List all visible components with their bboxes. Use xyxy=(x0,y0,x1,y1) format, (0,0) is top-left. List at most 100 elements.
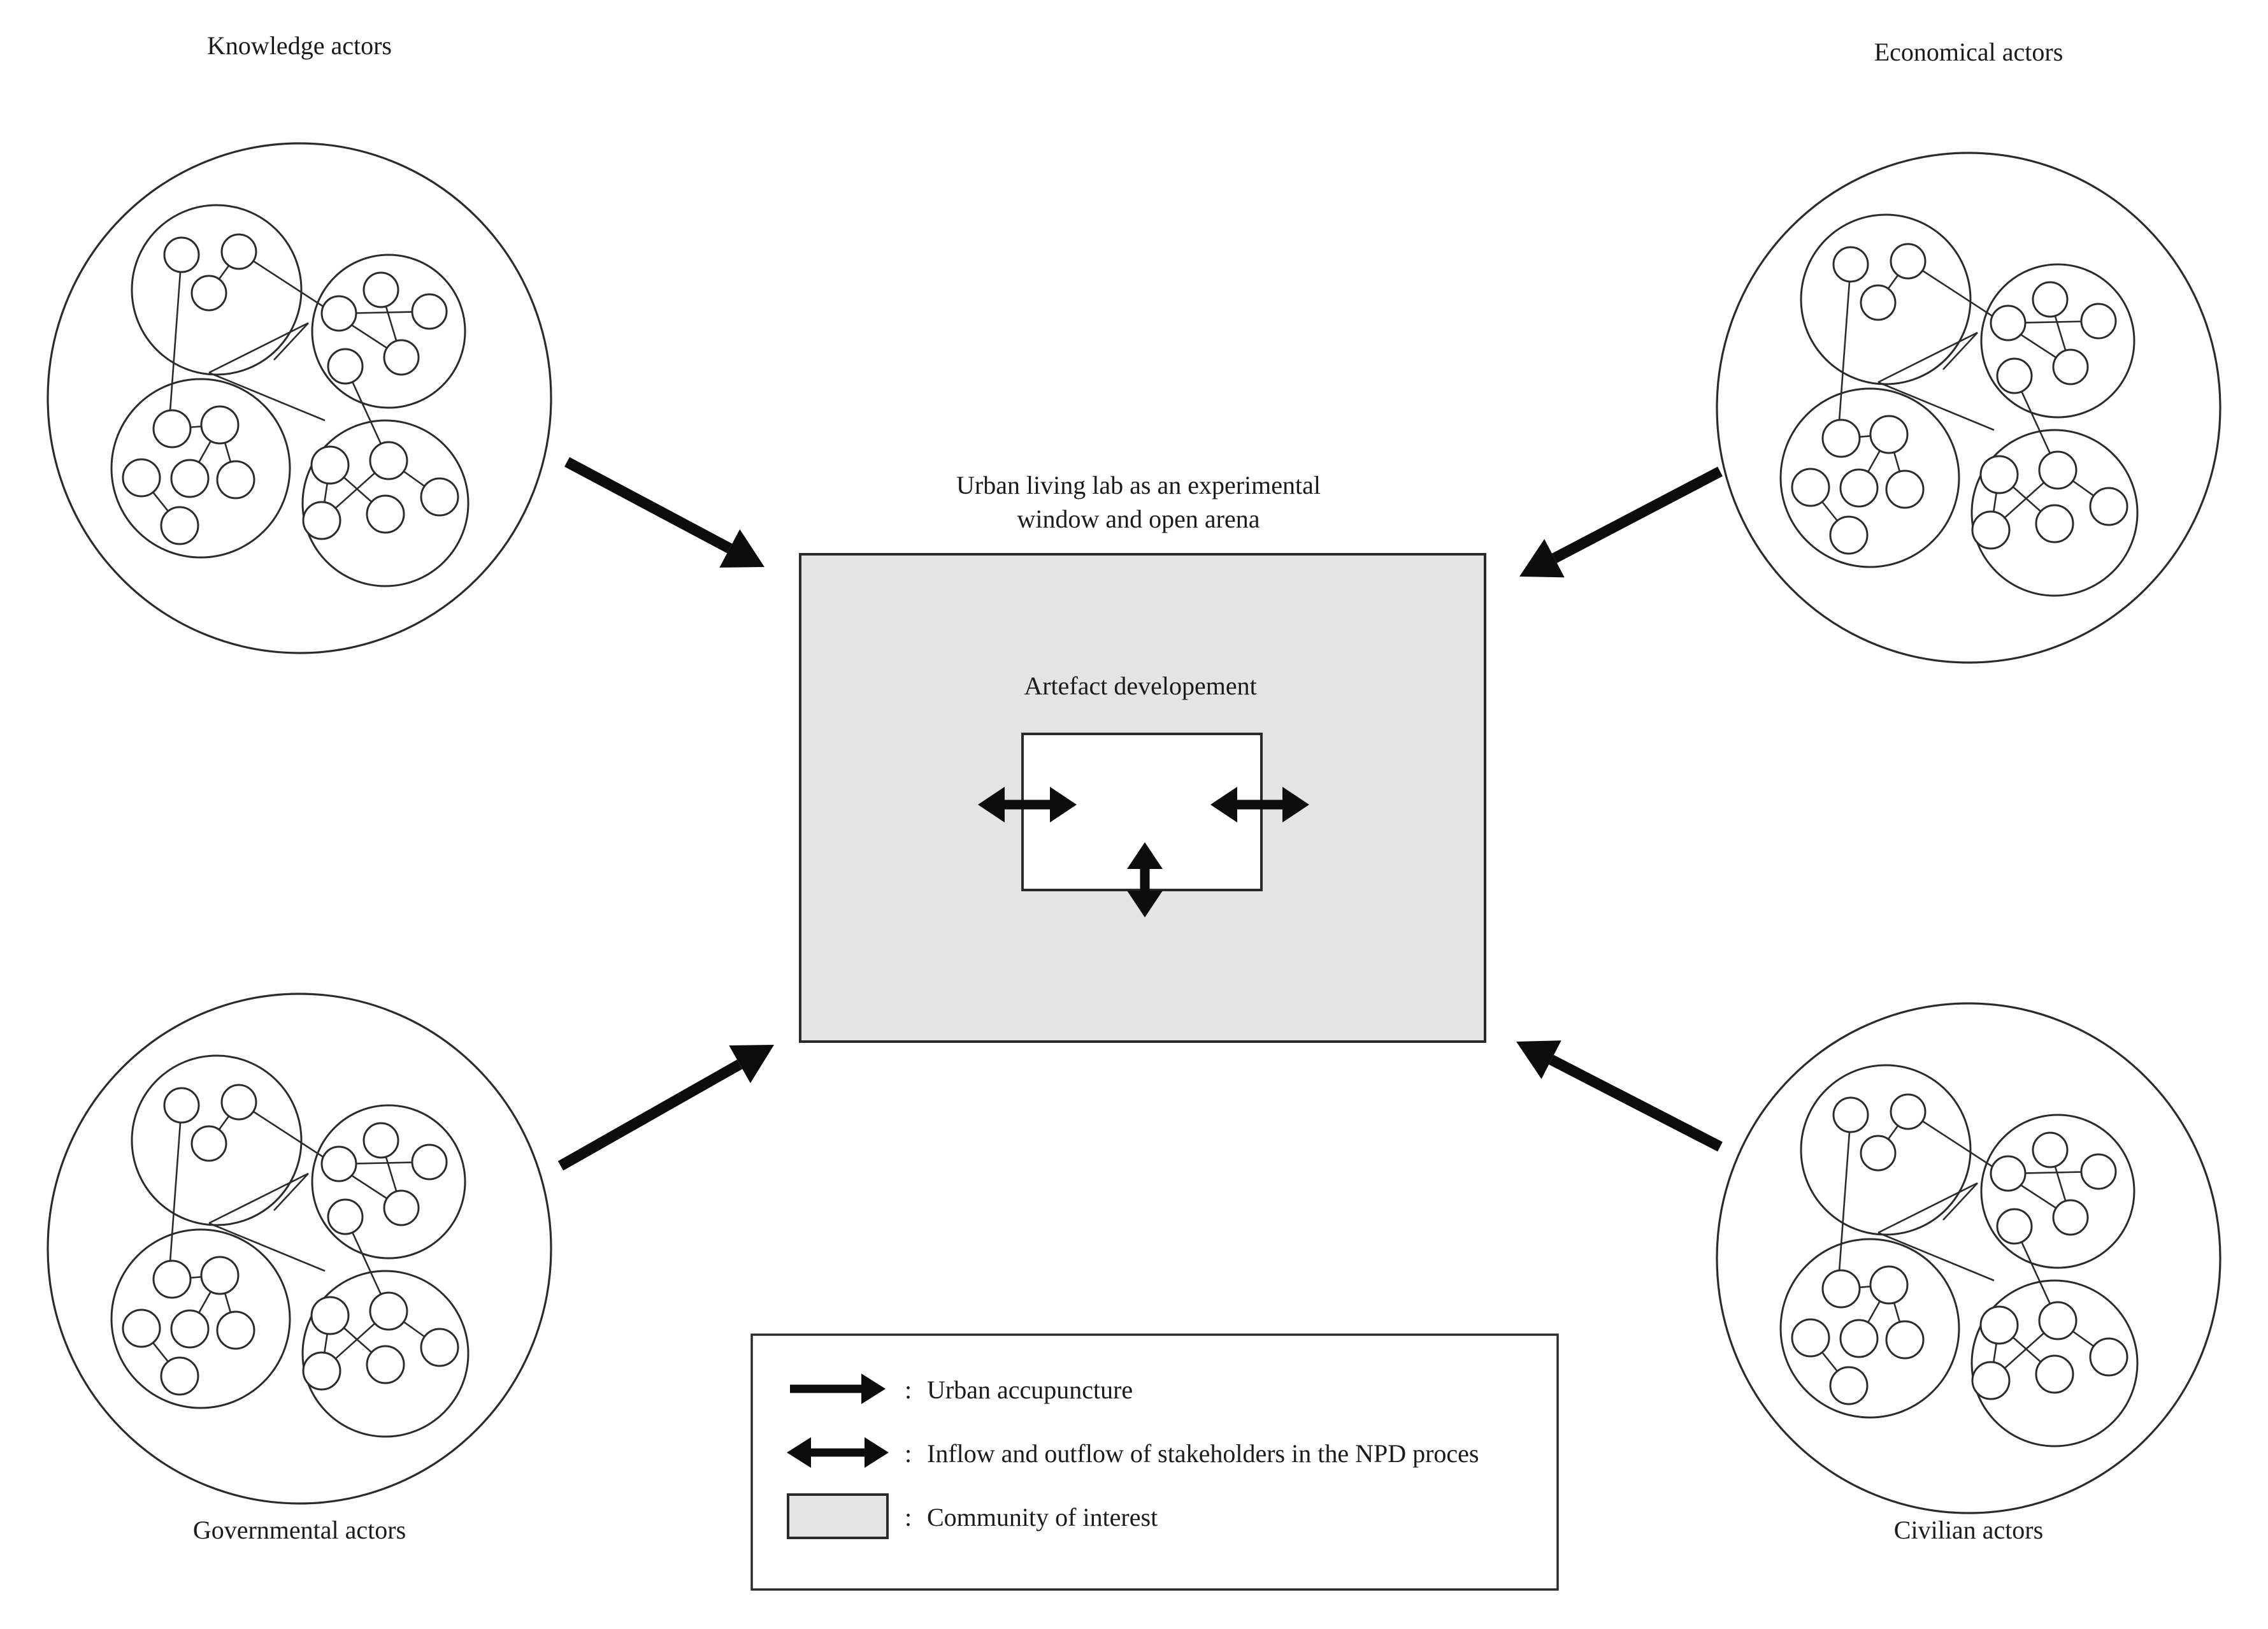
hub-title-line2: window and open arena xyxy=(1017,505,1260,533)
actor-group-knowledge xyxy=(47,142,552,654)
network-node xyxy=(383,339,420,376)
network-node xyxy=(1839,1319,1879,1358)
network-node xyxy=(1860,284,1897,321)
network-edge xyxy=(168,254,183,429)
actor-outer-circle xyxy=(1716,152,2221,664)
legend-separator: : xyxy=(905,1439,912,1468)
network-node xyxy=(366,1345,405,1384)
exchange-arrows-layer xyxy=(978,787,1309,917)
network-node xyxy=(1996,357,2033,394)
network-node xyxy=(2038,1301,2078,1340)
legend-label-1: Inflow and outflow of stakeholders in th… xyxy=(927,1439,1479,1468)
network-node xyxy=(200,405,240,445)
network-node xyxy=(411,1144,448,1180)
network-node xyxy=(320,295,357,332)
urban-living-lab-hub: Urban living lab as an experimental wind… xyxy=(799,471,1486,1043)
network-node xyxy=(2080,1153,2117,1190)
network-node xyxy=(383,1189,420,1226)
network-node xyxy=(2035,504,2074,543)
network-node xyxy=(1890,1093,1927,1130)
network-edge xyxy=(168,1105,183,1280)
arrow-head xyxy=(729,1045,774,1084)
network-edge xyxy=(1837,1114,1852,1289)
actor-group-economical xyxy=(1716,152,2221,664)
network-edge xyxy=(273,1173,309,1211)
network-node xyxy=(302,501,341,540)
double-arrow-icon xyxy=(787,1437,889,1468)
network-node xyxy=(327,1198,364,1235)
right-exchange-arrow xyxy=(1210,787,1309,822)
legend-row-1: : Inflow and outflow of stakeholders in t… xyxy=(787,1437,1479,1468)
network-node xyxy=(163,236,200,273)
network-node xyxy=(160,506,199,545)
actor-sub-top-left-circle xyxy=(1800,1064,1972,1236)
network-edge xyxy=(273,322,309,361)
arrow-head xyxy=(1516,1040,1561,1079)
artefact-development-label: Artefact developement xyxy=(1024,671,1256,700)
network-node xyxy=(220,233,257,270)
legend-label-0: Urban accupuncture xyxy=(927,1375,1133,1404)
actor-group-governmental xyxy=(47,993,552,1505)
hub-title-line1: Urban living lab as an experimental xyxy=(956,471,1321,499)
network-node xyxy=(163,1087,200,1124)
network-node xyxy=(1990,1155,2027,1192)
network-node xyxy=(152,409,192,449)
actor-label-economical: Economical actors xyxy=(1874,38,2063,66)
network-node xyxy=(327,348,364,385)
network-node xyxy=(160,1356,199,1396)
network-node xyxy=(170,459,210,498)
actor-sub-top-left-circle xyxy=(1800,213,1972,385)
network-node xyxy=(2032,1131,2069,1168)
actor-sub-top-right-circle xyxy=(311,254,466,409)
network-node xyxy=(200,1256,240,1295)
network-node xyxy=(1971,510,2011,550)
network-node xyxy=(190,275,227,312)
actor-label-knowledge: Knowledge actors xyxy=(207,31,392,60)
arrow-head-start xyxy=(1127,842,1163,869)
network-edge xyxy=(1907,260,2071,368)
network-node xyxy=(1869,1265,1909,1305)
actor-sub-bottom-right-circle xyxy=(1970,429,2139,597)
network-node xyxy=(122,458,161,498)
network-node xyxy=(2052,1199,2089,1236)
actor-sub-bottom-left-circle xyxy=(1779,387,1960,568)
arrow-head xyxy=(719,529,764,568)
network-edge xyxy=(208,322,309,374)
network-node xyxy=(1860,1135,1897,1172)
network-node xyxy=(152,1259,192,1299)
network-edge xyxy=(1942,1182,1978,1221)
network-edge xyxy=(208,1172,309,1224)
network-edge xyxy=(1942,332,1978,370)
gray-swatch-icon xyxy=(787,1493,889,1539)
network-node xyxy=(122,1309,161,1348)
network-node xyxy=(1832,1096,1869,1133)
network-node xyxy=(420,1328,459,1367)
network-edge xyxy=(238,250,402,359)
network-node xyxy=(1996,1208,2033,1245)
legend-separator: : xyxy=(905,1503,912,1532)
network-node xyxy=(1990,305,2027,341)
network-node xyxy=(310,445,350,485)
network-node xyxy=(216,1310,255,1350)
network-node xyxy=(220,1084,257,1121)
network-node xyxy=(1829,1366,1869,1405)
actor-sub-top-right-circle xyxy=(1980,1114,2135,1269)
network-node xyxy=(369,441,408,480)
network-node xyxy=(1971,1361,2011,1400)
arrow-head-start xyxy=(1210,787,1237,822)
network-node xyxy=(320,1145,357,1182)
network-node xyxy=(366,494,405,534)
economical-to-hub xyxy=(1519,466,1723,578)
network-node xyxy=(420,477,459,517)
flow-arrows-layer xyxy=(557,457,1723,1171)
arrow-head-start xyxy=(978,787,1005,822)
network-node xyxy=(2038,450,2078,490)
legend-frame xyxy=(750,1333,1559,1591)
network-node xyxy=(1791,468,1830,507)
legend-panel: : Urban accupuncture: Inflow and outflow o… xyxy=(750,1333,1559,1591)
arrow-shaft xyxy=(557,1059,743,1171)
legend-separator: : xyxy=(905,1375,912,1404)
actor-group-civilian xyxy=(1716,1002,2221,1514)
arrow-shaft xyxy=(1551,466,1723,563)
